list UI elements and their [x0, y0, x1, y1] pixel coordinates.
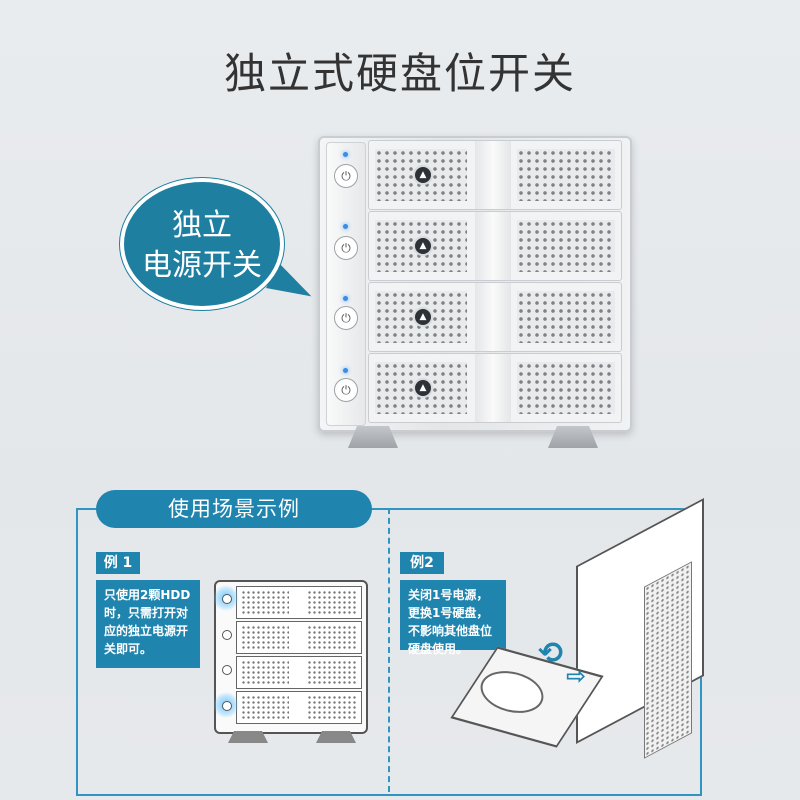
- power-icon: [222, 701, 232, 711]
- callout-line2: 电源开关: [142, 248, 262, 283]
- drive-bay: ▲: [368, 282, 622, 352]
- sketch-case-side: [644, 561, 692, 759]
- release-knob-icon: ▲: [413, 165, 433, 185]
- callout-bubble: 独立 电源开关: [120, 178, 284, 310]
- foot: [548, 426, 598, 448]
- usage-header: 使用场景示例: [96, 490, 372, 528]
- status-led: [343, 368, 348, 373]
- sketch-bay: [236, 621, 362, 654]
- drive-bay: ▲: [368, 211, 622, 281]
- power-icon: ⏻: [334, 236, 358, 260]
- callout-line1: 独立: [172, 208, 232, 243]
- sketch-bay: [236, 691, 362, 724]
- sketch-foot: [228, 731, 268, 743]
- status-led: [343, 296, 348, 301]
- page-title: 独立式硬盘位开关: [223, 49, 576, 98]
- example2-tag: 例2: [400, 552, 444, 574]
- usage-divider: [388, 508, 390, 792]
- insert-arrow-icon: ⇨: [566, 662, 587, 690]
- power-icon: ⏻: [334, 306, 358, 330]
- sketch-foot: [316, 731, 356, 743]
- drive-bay: ▲: [368, 353, 622, 423]
- sketch-bay: [236, 656, 362, 689]
- status-led: [343, 224, 348, 229]
- power-icon: ⏻: [334, 378, 358, 402]
- drive-bay: ▲: [368, 140, 622, 210]
- foot: [348, 426, 398, 448]
- release-knob-icon: ▲: [413, 236, 433, 256]
- example2-text: 关闭1号电源，更换1号硬盘，不影响其他盘位硬盘使用。: [400, 580, 506, 656]
- power-icon: ⏻: [334, 164, 358, 188]
- release-knob-icon: ▲: [413, 378, 433, 398]
- example1-tag: 例 1: [96, 552, 140, 574]
- power-icon: [222, 630, 232, 640]
- release-knob-icon: ▲: [413, 307, 433, 327]
- sketch-bay: [236, 586, 362, 619]
- example1-text: 只使用2颗HDD时，只需打开对应的独立电源开关即可。: [96, 580, 200, 668]
- swap-arrow-icon: ⟲: [538, 636, 564, 671]
- power-icon: [222, 665, 232, 675]
- status-led: [343, 152, 348, 157]
- power-icon: [222, 594, 232, 604]
